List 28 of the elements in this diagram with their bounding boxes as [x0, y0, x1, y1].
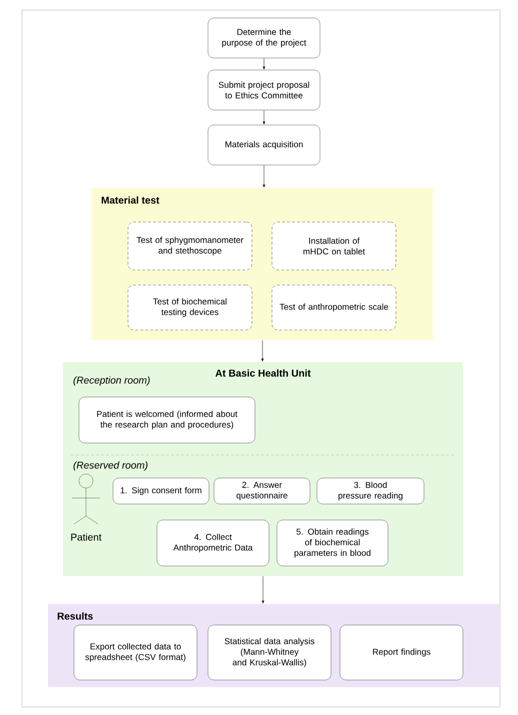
process-box: 5. Obtain readings of biochemical parameters in blood [276, 520, 388, 566]
dashed-box: Test of anthropometric scale [272, 284, 396, 330]
process-box: 1. Sign consent form [112, 478, 210, 504]
dashed-box: Test of sphygmomanometer and stethoscope [128, 222, 252, 270]
panel-heading: At Basic Health Unit [215, 369, 311, 377]
arrow [262, 576, 264, 604]
process-box: Statistical data analysis (Mann-Whitney and Kruskal-Wallis) [208, 624, 332, 680]
dashed-box: Test of biochemical testing devices [128, 284, 252, 330]
dashed-box: Installation of mHDC on tablet [272, 222, 396, 270]
arrow [262, 58, 266, 70]
room-label: (Reception room) [74, 376, 150, 386]
process-box: 2. Answer questionnaire [214, 478, 310, 504]
person-figure [72, 474, 100, 524]
process-box: 4. Collect Anthropometric Data [156, 520, 270, 566]
arrow [262, 165, 266, 188]
room-label: (Reserved room) [74, 461, 148, 471]
process-box: 3. Blood pressure reading [316, 478, 424, 504]
panel-heading: Results [58, 612, 93, 620]
person-caption: Patient [71, 533, 102, 541]
process-box: Submit project proposal to Ethics Committee [208, 70, 320, 110]
panel-heading: Material test [102, 196, 160, 204]
arrow [262, 110, 266, 124]
process-box: Export collected data to spreadsheet (CSV format) [74, 624, 198, 680]
process-box: Materials acquisition [208, 124, 320, 166]
process-box: Report findings [340, 624, 464, 680]
arrow [261, 340, 264, 362]
process-box: Patient is welcomed (informed about the research plan and procedures) [78, 396, 256, 444]
process-box: Determine the purpose of the project [208, 18, 320, 58]
